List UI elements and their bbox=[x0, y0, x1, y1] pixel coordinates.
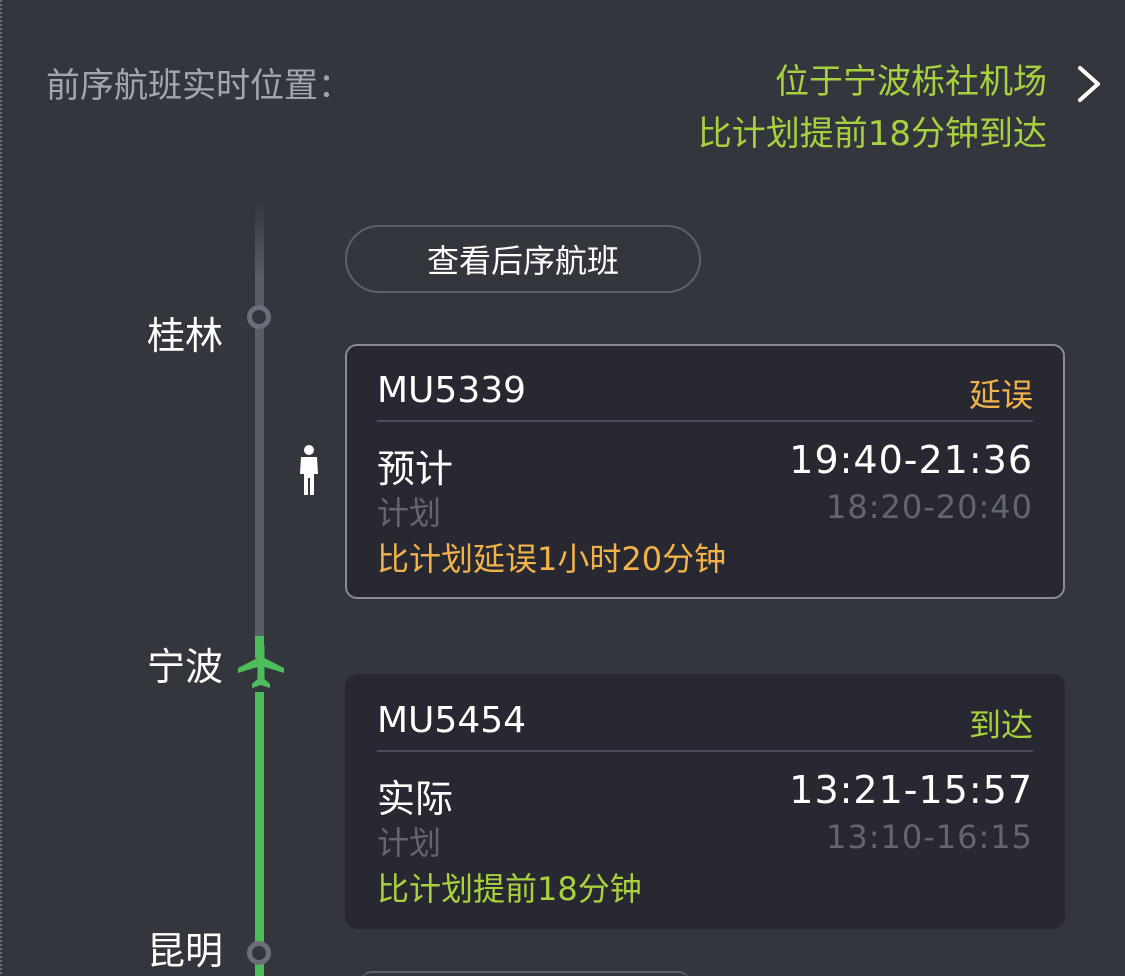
scheduled-label: 计划 bbox=[377, 494, 442, 532]
early-note: 比计划提前18分钟 bbox=[377, 870, 642, 908]
flight-card-mu5339[interactable]: MU5339 延误 预计 19:40-21:36 计划 18:20-20:40 … bbox=[345, 344, 1065, 599]
flight-status-badge: 到达 bbox=[968, 706, 1033, 744]
city-label-ningbo: 宁波 bbox=[147, 645, 224, 689]
actual-label: 实际 bbox=[377, 777, 454, 821]
flight-card-mu5454[interactable]: MU5454 到达 实际 13:21-15:57 计划 13:10-16:15 … bbox=[345, 674, 1065, 929]
city-label-kunming: 昆明 bbox=[147, 929, 224, 973]
person-icon bbox=[300, 445, 318, 495]
card-divider bbox=[377, 420, 1033, 422]
flight-number: MU5339 bbox=[377, 370, 527, 411]
card-divider bbox=[377, 750, 1033, 752]
timeline-node-guilin bbox=[247, 305, 271, 329]
scheduled-time: 13:10-16:15 bbox=[826, 818, 1033, 856]
scheduled-label: 计划 bbox=[377, 824, 442, 862]
estimated-time: 19:40-21:36 bbox=[789, 438, 1033, 482]
estimated-label: 预计 bbox=[377, 447, 454, 491]
actual-time: 13:21-15:57 bbox=[789, 768, 1033, 812]
flight-number: MU5454 bbox=[377, 700, 527, 741]
next-button-peek bbox=[360, 971, 690, 976]
previous-flight-position-link[interactable]: 位于宁波栎社机场 比计划提前18分钟到达 bbox=[698, 56, 1047, 160]
flight-status-badge: 延误 bbox=[968, 376, 1033, 414]
timeline-line-upcoming bbox=[255, 200, 264, 640]
city-label-guilin: 桂林 bbox=[147, 314, 224, 358]
view-next-flight-button[interactable]: 查看后序航班 bbox=[345, 225, 701, 293]
delay-note: 比计划延误1小时20分钟 bbox=[377, 540, 727, 578]
chevron-right-icon[interactable] bbox=[1070, 64, 1110, 104]
current-location-text: 位于宁波栎社机场 bbox=[775, 62, 1047, 102]
previous-flight-position-label: 前序航班实时位置： bbox=[46, 66, 352, 106]
plane-icon bbox=[238, 640, 284, 688]
scheduled-time: 18:20-20:40 bbox=[826, 488, 1033, 526]
timeline-node-kunming bbox=[247, 941, 271, 965]
timeline-line-completed bbox=[255, 692, 264, 976]
arrival-early-text: 比计划提前18分钟到达 bbox=[697, 114, 1047, 154]
left-edge-border bbox=[0, 0, 2, 976]
